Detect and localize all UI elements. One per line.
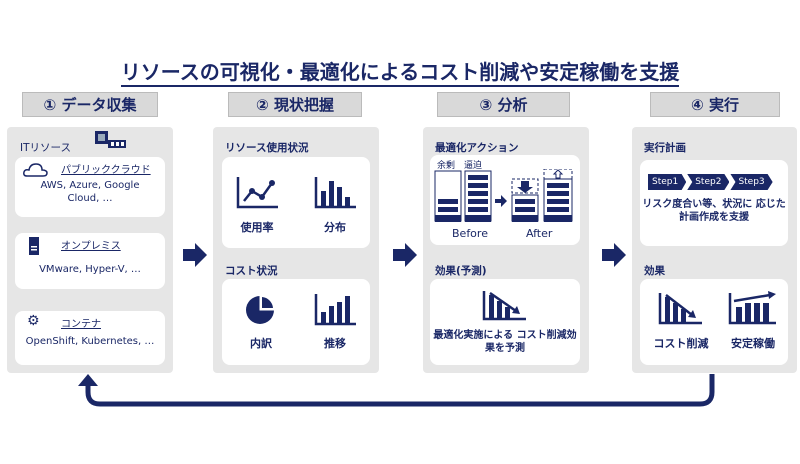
bar-chart-icon bbox=[314, 177, 356, 209]
plan-step-2: Step2 bbox=[687, 174, 730, 190]
pie-chart-icon bbox=[246, 295, 275, 324]
trend-label: 推移 bbox=[324, 337, 346, 350]
page-title: リソースの可視化・最適化によるコスト削減や安定稼働を支援 bbox=[0, 56, 800, 87]
before-label: Before bbox=[452, 227, 488, 240]
cost-reduction-label: コスト削減 bbox=[653, 337, 709, 350]
usage-rate-label: 使用率 bbox=[240, 221, 274, 234]
effect-forecast-desc: 最適化実施による コスト削減効果を予測 bbox=[433, 330, 577, 354]
plan-desc: リスク度合い等、状況に 応じた計画作成を支援 bbox=[642, 199, 786, 223]
cpu-memory-icon bbox=[95, 131, 126, 148]
surplus-label: 余剰 bbox=[437, 161, 456, 171]
usage-card: 使用率 分布 bbox=[222, 157, 370, 248]
public-cloud-card: パブリッククラウド AWS, Azure, Google Cloud, … bbox=[15, 157, 165, 217]
arrow-right-icon bbox=[183, 243, 207, 267]
plan-step-3: Step3 bbox=[730, 174, 773, 190]
container-link[interactable]: コンテナ bbox=[61, 319, 101, 330]
stable-operation-label: 安定稼働 bbox=[731, 337, 775, 350]
stable-operation-icon bbox=[728, 291, 776, 325]
step-execution: ④ 実行 bbox=[650, 92, 780, 117]
plan-card: Step1 Step2 Step3 リスク度合い等、状況に 応じた計画作成を支援 bbox=[640, 160, 788, 246]
current-status-panel: リソース使用状況 使用率 分布 コスト状況 内訳 推移 bbox=[213, 127, 379, 373]
plan-label: 実行計画 bbox=[644, 142, 686, 154]
analysis-panel: 最適化アクション 余剰 逼迫 Before After 効果(予測) 最適化実施… bbox=[423, 127, 589, 373]
after-label: After bbox=[526, 227, 553, 240]
cost-reduction-icon bbox=[658, 293, 702, 325]
step-current-status: ② 現状把握 bbox=[228, 92, 362, 117]
cost-label: コスト状況 bbox=[225, 265, 278, 277]
container-card: ⚙ コンテナ OpenShift, Kubernetes, … bbox=[15, 311, 165, 365]
it-resource-heading: ITリソース bbox=[20, 142, 71, 154]
cost-card: 内訳 推移 bbox=[222, 279, 370, 365]
on-premise-card: オンプレミス VMware, Hyper-V, … bbox=[15, 233, 165, 289]
step-analysis: ③ 分析 bbox=[437, 92, 570, 117]
usage-label: リソース使用状況 bbox=[225, 142, 309, 154]
effect-forecast-label: 効果(予測) bbox=[435, 265, 487, 277]
server-icon bbox=[29, 237, 39, 255]
trend-bar-icon bbox=[314, 294, 356, 326]
cloud-icon bbox=[23, 163, 48, 177]
container-desc: OpenShift, Kubernetes, … bbox=[25, 336, 155, 347]
tight-label: 逼迫 bbox=[464, 161, 483, 171]
line-chart-icon bbox=[236, 177, 278, 209]
optimization-card: 余剰 逼迫 Before After bbox=[430, 155, 580, 245]
cost-down-chart-icon bbox=[482, 291, 526, 321]
public-cloud-desc: AWS, Azure, Google Cloud, … bbox=[40, 180, 140, 204]
server-optimization-icon bbox=[434, 169, 573, 222]
plan-step-1: Step1 bbox=[648, 174, 687, 190]
effect-label: 効果 bbox=[644, 265, 665, 277]
public-cloud-link[interactable]: パブリッククラウド bbox=[61, 165, 151, 176]
effect-forecast-card: 最適化実施による コスト削減効果を予測 bbox=[430, 279, 580, 365]
on-premise-desc: VMware, Hyper-V, … bbox=[39, 264, 141, 275]
distribution-label: 分布 bbox=[324, 221, 346, 234]
data-collection-panel: ITリソース パブリッククラウド AWS, Azure, Google Clou… bbox=[7, 127, 173, 373]
step-data-collection: ① データ収集 bbox=[22, 92, 158, 117]
execution-panel: 実行計画 Step1 Step2 Step3 リスク度合い等、状況に 応じた計画… bbox=[632, 127, 797, 373]
arrow-right-icon bbox=[602, 243, 626, 267]
breakdown-label: 内訳 bbox=[250, 337, 272, 350]
arrow-right-icon bbox=[393, 243, 417, 267]
effect-card: コスト削減 安定稼働 bbox=[640, 279, 788, 365]
feedback-loop-arrow-icon bbox=[78, 374, 715, 407]
on-premise-link[interactable]: オンプレミス bbox=[61, 241, 121, 252]
optimization-action-label: 最適化アクション bbox=[435, 142, 519, 154]
step-chevrons: Step1 Step2 Step3 bbox=[648, 174, 773, 190]
gears-icon: ⚙ bbox=[27, 313, 40, 329]
